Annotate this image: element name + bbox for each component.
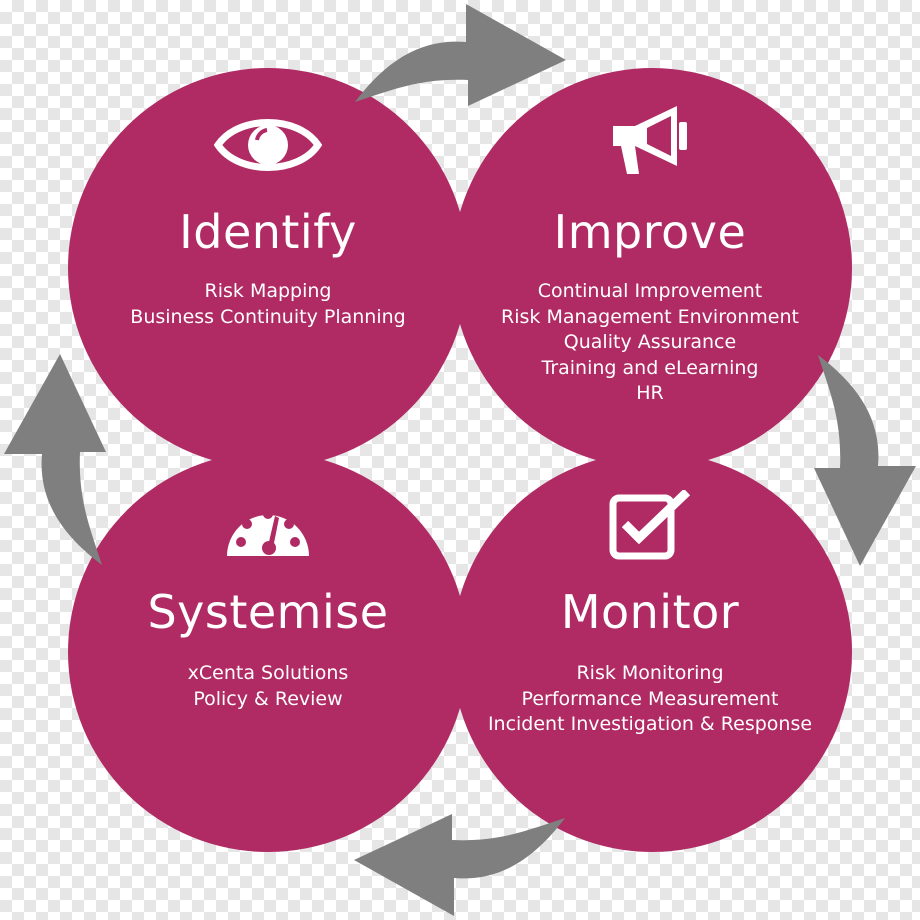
eye-icon bbox=[213, 110, 323, 180]
list-item: Policy & Review bbox=[193, 687, 343, 710]
quadrant-improve: Improve Continual Improvement Risk Manag… bbox=[460, 100, 840, 440]
item-list: Continual Improvement Risk Management En… bbox=[460, 279, 840, 407]
list-item: Business Continuity Planning bbox=[130, 305, 406, 328]
circle-monitor bbox=[452, 452, 852, 852]
quadrant-title: Identify bbox=[179, 205, 357, 259]
item-list: xCenta Solutions Policy & Review bbox=[78, 661, 458, 712]
arrow-top-icon bbox=[355, 4, 566, 106]
megaphone-icon bbox=[605, 100, 695, 180]
list-item: Performance Measurement bbox=[521, 687, 779, 710]
gauge-icon bbox=[223, 490, 313, 560]
list-item: Risk Mapping bbox=[204, 280, 332, 302]
arrow-left-icon bbox=[4, 354, 106, 565]
list-item: xCenta Solutions bbox=[187, 662, 349, 684]
arrow-right-icon bbox=[814, 355, 916, 566]
circle-improve bbox=[452, 68, 852, 468]
quadrant-title: Monitor bbox=[560, 585, 740, 639]
arrow-bottom-icon bbox=[354, 814, 565, 916]
list-item: Continual Improvement bbox=[537, 280, 763, 302]
item-list: Risk Mapping Business Continuity Plannin… bbox=[78, 279, 458, 330]
circle-systemise bbox=[68, 452, 468, 852]
quadrant-monitor: Monitor Risk Monitoring Performance Meas… bbox=[460, 480, 840, 820]
item-list: Risk Monitoring Performance Measurement … bbox=[460, 661, 840, 738]
quadrant-systemise: Systemise xCenta Solutions Policy & Revi… bbox=[78, 480, 458, 820]
list-item: Risk Monitoring bbox=[576, 662, 724, 684]
checkbox-icon bbox=[605, 490, 695, 562]
quadrant-title: Systemise bbox=[147, 585, 389, 639]
list-item: Quality Assurance bbox=[563, 331, 737, 353]
quadrant-identify: Identify Risk Mapping Business Continuit… bbox=[78, 100, 458, 440]
circle-identify bbox=[68, 68, 468, 468]
quadrant-title: Improve bbox=[553, 205, 747, 259]
list-item: Training and eLearning bbox=[541, 356, 759, 379]
list-item: HR bbox=[636, 382, 664, 404]
list-item: Incident Investigation & Response bbox=[487, 713, 813, 735]
list-item: Risk Management Environment bbox=[501, 305, 799, 328]
